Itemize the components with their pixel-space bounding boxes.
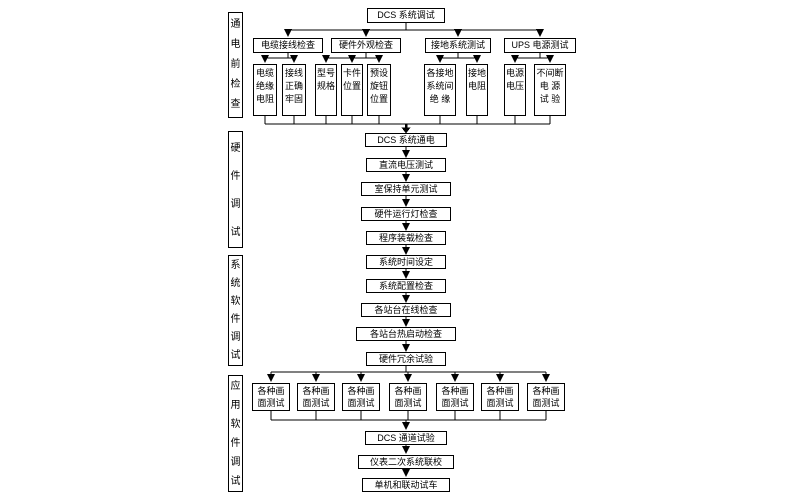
node-system-config-check: 系统配置检查 [366,279,446,293]
node-dc-voltage-test: 直流电压测试 [366,158,446,172]
node-screen-test-3: 各种画 面测试 [342,383,380,411]
node-grounding-systems-insulation: 各接地 系统间 绝 缘 [424,64,456,116]
node-preset-knob-position: 预设 旋钮 位置 [367,64,391,116]
node-wiring-correct-firm: 接线 正确 牢固 [282,64,306,116]
node-hardware-appearance-check: 硬件外观检查 [331,38,401,53]
node-running-light-check: 硬件运行灯检查 [361,207,451,221]
node-power-voltage: 电源 电压 [504,64,526,116]
node-ups-power-test: UPS 电源测试 [504,38,576,53]
section-label-pre-power-check: 通电前检查 [228,12,243,118]
node-dcs-channel-test: DCS 通道试验 [365,431,447,445]
node-screen-test-2: 各种画 面测试 [297,383,335,411]
node-cable-insulation-resistance: 电缆 绝缘 电阻 [253,64,277,116]
bold-arrow-icon [401,127,411,134]
node-instrument-secondary-calibration: 仪表二次系统联校 [358,455,454,469]
node-station-online-check: 各站台在线检查 [361,303,451,317]
node-screen-test-5: 各种画 面测试 [436,383,474,411]
node-retention-unit-test: 室保持单元测试 [361,182,451,196]
section-label-hardware-debug: 硬件调试 [228,131,243,248]
node-card-position: 卡件 位置 [341,64,363,116]
node-screen-test-1: 各种画 面测试 [252,383,290,411]
node-grounding-resistance: 接地 电阻 [466,64,488,116]
node-grounding-system-test: 接地系统测试 [425,38,491,53]
node-hardware-redundancy-test: 硬件冗余试验 [366,352,446,366]
node-station-hot-start-check: 各站台热启动检查 [356,327,456,341]
section-label-app-software-debug: 应用软件调试 [228,375,243,492]
node-dcs-system-debug: DCS 系统调试 [367,8,445,23]
node-screen-test-4: 各种画 面测试 [389,383,427,411]
node-cable-wiring-check: 电缆接线检查 [253,38,323,53]
node-uninterruptible-power-test: 不间断 电 源 试 验 [534,64,566,116]
node-program-load-check: 程序装载检查 [366,231,446,245]
node-model-spec: 型号 规格 [315,64,337,116]
node-dcs-power-on: DCS 系统通电 [365,133,447,147]
node-screen-test-6: 各种画 面测试 [481,383,519,411]
section-label-system-software-debug: 系统软件调试 [228,255,243,366]
node-single-machine-linkage-trial: 单机和联动试车 [362,478,450,492]
node-system-time-set: 系统时间设定 [366,255,446,269]
node-screen-test-7: 各种画 面测试 [527,383,565,411]
